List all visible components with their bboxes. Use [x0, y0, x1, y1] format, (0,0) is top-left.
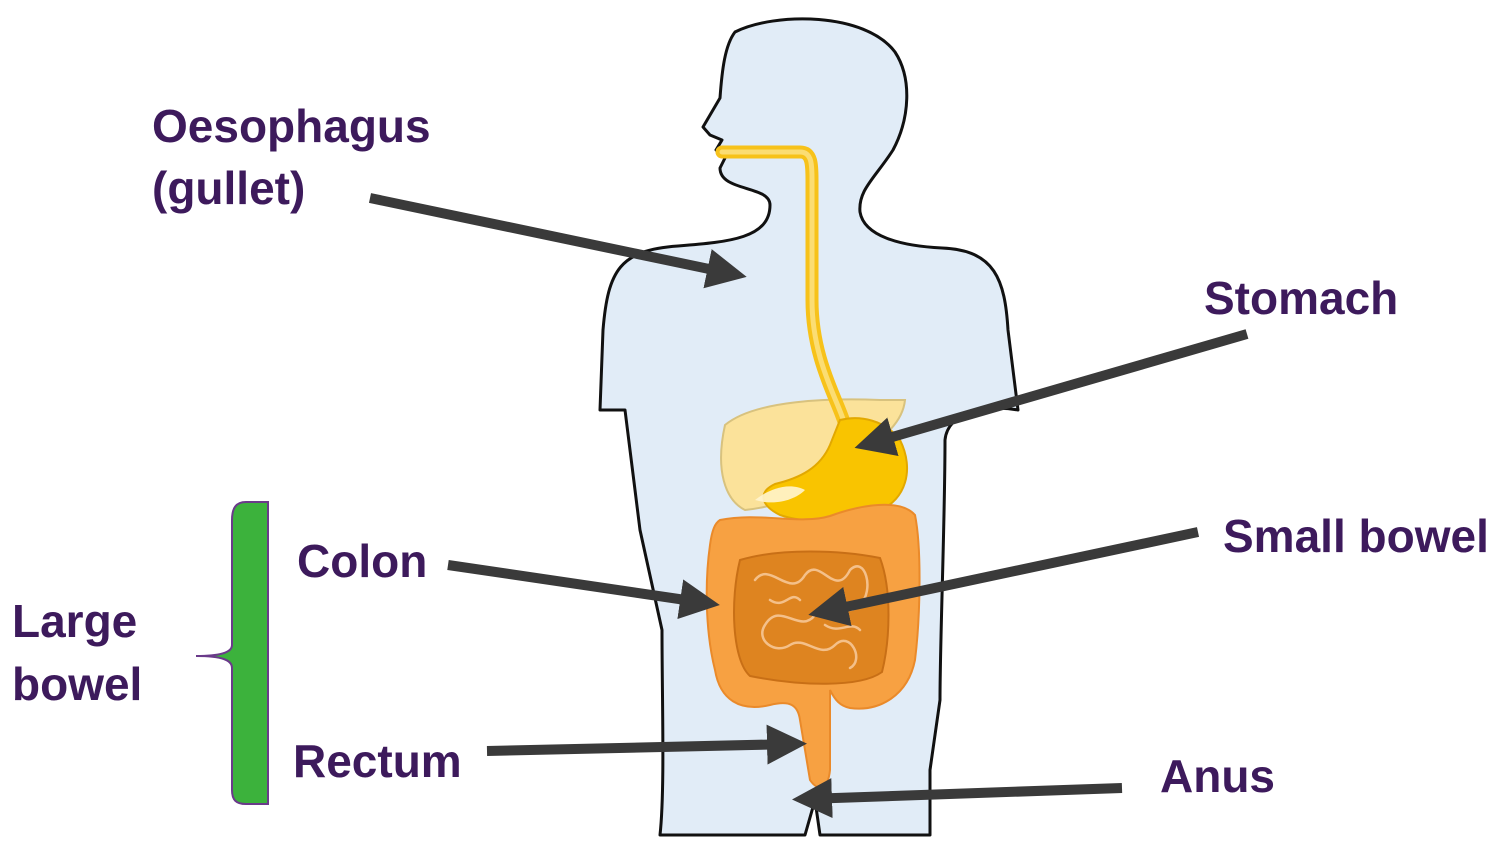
oesophagus-label: Oesophagus — [152, 100, 431, 152]
rectum-arrow — [487, 744, 793, 751]
stomach-label: Stomach — [1204, 272, 1398, 324]
anus-label: Anus — [1160, 750, 1275, 802]
bowel-label: bowel — [12, 658, 142, 710]
gullet-label: (gullet) — [152, 162, 305, 214]
oesophagus-arrow — [370, 198, 733, 274]
large-bowel-bracket — [196, 502, 268, 804]
colon-label: Colon — [297, 535, 427, 587]
small-bowel-label: Small bowel — [1223, 510, 1489, 562]
large-label: Large — [12, 595, 137, 647]
rectum-label: Rectum — [293, 735, 462, 787]
